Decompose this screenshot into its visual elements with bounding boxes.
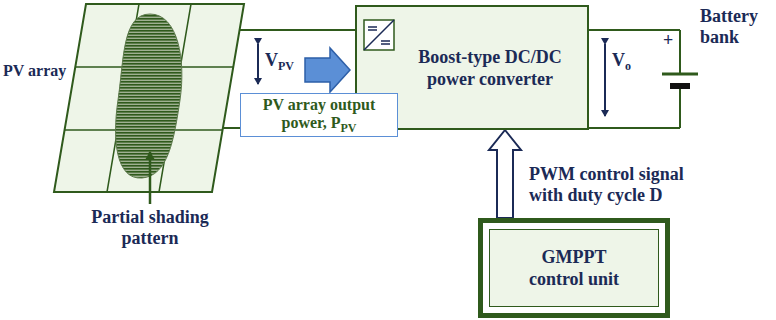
subscript: PV — [340, 121, 356, 135]
signal-name: Vo — [612, 50, 642, 71]
edge-label: PWM control signal with duty cycle D — [529, 164, 719, 206]
power-flow-arrow — [305, 48, 350, 92]
voltage-arrow — [604, 44, 606, 116]
control-box: GMPPT control unit — [478, 218, 670, 318]
control-arrow — [489, 130, 521, 218]
voltage-arrow — [257, 44, 259, 84]
wire — [588, 127, 680, 129]
node-text: Boost-type DC/DC power converter — [415, 46, 565, 90]
battery-plate — [662, 73, 698, 76]
node-text: GMPPT control unit — [489, 229, 659, 307]
leader-arrow — [149, 152, 152, 204]
shading-pattern — [116, 14, 182, 178]
callout-box: PV array output power, PPV — [240, 93, 398, 137]
wire — [679, 86, 681, 128]
wire — [240, 29, 356, 31]
signal-name: VPV — [265, 50, 305, 71]
terminal-sign: + — [663, 30, 677, 51]
wire — [679, 30, 681, 74]
node-text: PV array output power, PPV — [245, 96, 393, 132]
array-name: PV array — [3, 60, 69, 81]
dcdc-symbol — [363, 19, 395, 51]
callout-text: Partial shading pattern — [62, 207, 238, 249]
component-name: Battery bank — [700, 6, 774, 48]
subscript: PV — [278, 59, 294, 73]
subscript: o — [625, 59, 631, 73]
battery-plate — [670, 83, 690, 89]
